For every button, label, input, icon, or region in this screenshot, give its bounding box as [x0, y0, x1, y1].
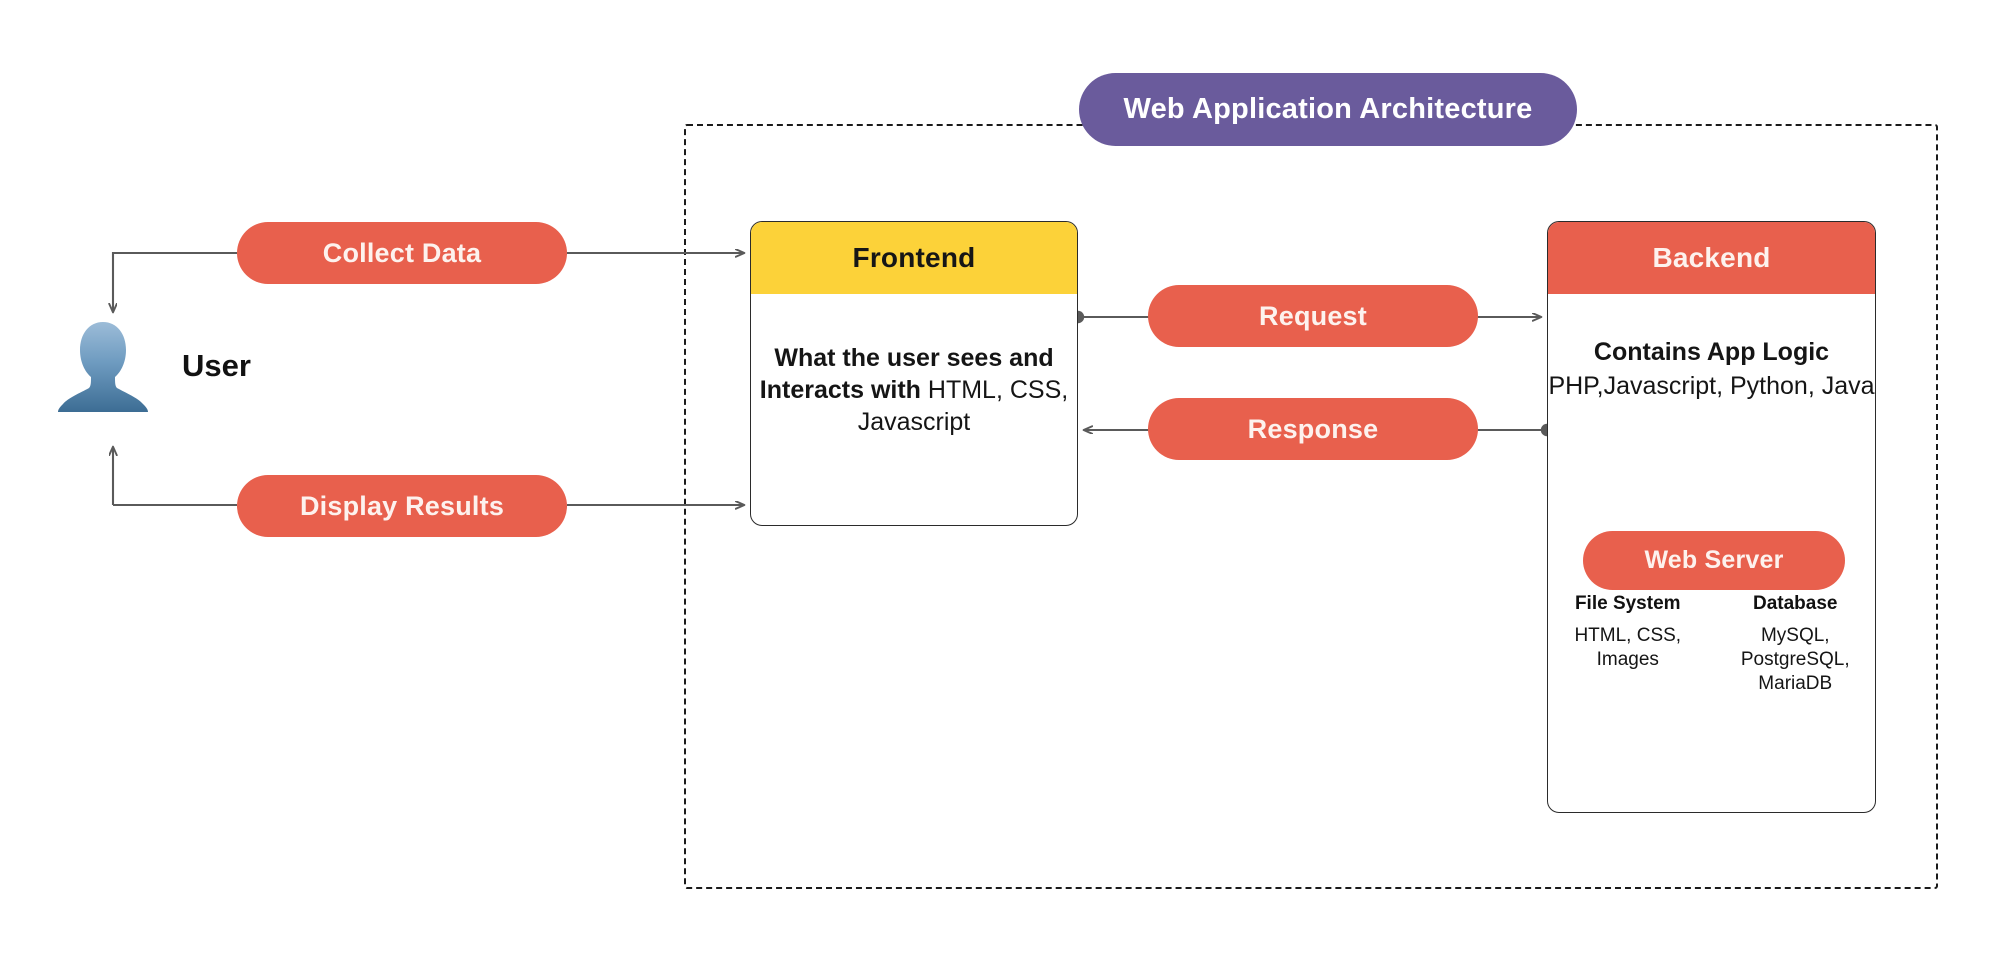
backend-header-label: Backend — [1652, 242, 1771, 273]
avatar-slot — [58, 320, 148, 412]
frontend-desc-regular: HTML, CSS, Javascript — [857, 376, 1069, 436]
frontend-desc-bold: What the user sees and Interacts with — [759, 344, 1054, 404]
frontend-body: What the user sees and Interacts with HT… — [751, 294, 1077, 525]
file-system-title: File System — [1574, 593, 1681, 614]
backend-logic-techs: PHP,Javascript, Python, Java — [1548, 372, 1875, 400]
backend-column-database: Database MySQL, PostgreSQL, MariaDB — [1734, 593, 1858, 696]
diagram-title-text: Web Application Architecture — [1123, 93, 1533, 125]
display-results-node[interactable]: Display Results — [237, 475, 567, 537]
frontend-header-label: Frontend — [852, 242, 976, 273]
request-node[interactable]: Request — [1148, 285, 1478, 347]
database-body: MySQL, PostgreSQL, MariaDB — [1740, 625, 1850, 695]
backend-logic-title: Contains App Logic — [1593, 338, 1830, 366]
frontend-description: What the user sees and Interacts with HT… — [751, 342, 1077, 438]
user-actor: User — [58, 320, 251, 412]
user-label: User — [182, 348, 251, 383]
collect-data-node[interactable]: Collect Data — [237, 222, 567, 284]
response-label: Response — [1247, 413, 1379, 444]
frontend-header: Frontend — [751, 222, 1077, 294]
frontend-card[interactable]: Frontend What the user sees and Interact… — [750, 221, 1078, 526]
collect-data-label: Collect Data — [322, 237, 482, 268]
file-system-body: HTML, CSS, Images — [1574, 625, 1682, 671]
backend-header: Backend — [1548, 222, 1875, 294]
display-results-label: Display Results — [299, 490, 505, 521]
request-label: Request — [1259, 300, 1367, 331]
backend-column-file-system: File System HTML, CSS, Images — [1566, 593, 1690, 696]
database-title: Database — [1753, 593, 1838, 614]
backend-resource-columns: File System HTML, CSS, Images Database M… — [1548, 593, 1875, 696]
response-node[interactable]: Response — [1148, 398, 1478, 460]
backend-card[interactable]: Backend Contains App Logic PHP,Javascrip… — [1547, 221, 1876, 813]
wire-collect-to-user — [113, 251, 237, 312]
backend-body: Contains App Logic PHP,Javascript, Pytho… — [1548, 294, 1875, 812]
diagram-title-banner: Web Application Architecture — [1079, 73, 1577, 146]
web-server-label: Web Server — [1644, 546, 1784, 574]
web-server-node[interactable]: Web Server — [1583, 531, 1845, 590]
